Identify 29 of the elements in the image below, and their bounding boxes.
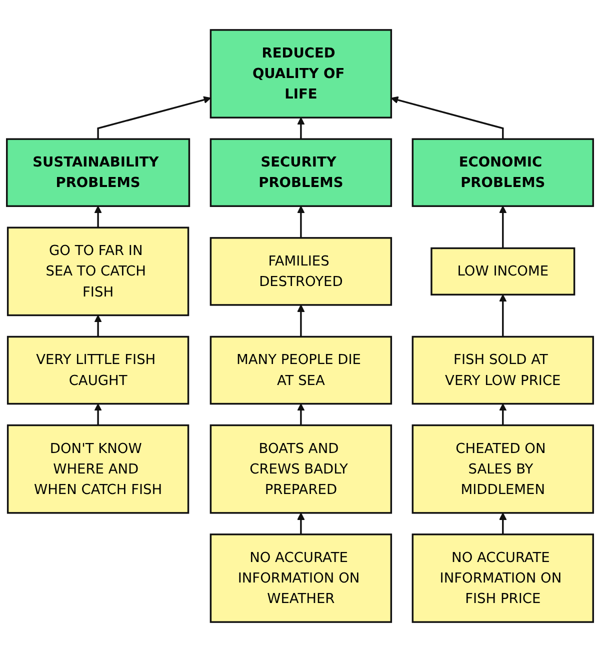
node-box: VERY LITTLE FISH CAUGHT [6, 336, 190, 405]
arrow [97, 96, 212, 140]
arrow [499, 294, 507, 337]
node-box: SUSTAINABILITY PROBLEMS [6, 138, 190, 207]
arrow [499, 206, 507, 248]
arrow [297, 206, 305, 238]
arrow [499, 512, 507, 534]
node-box: FAMILIES DESTROYED [210, 237, 392, 306]
node-box: CHEATED ON SALES BY MIDDLEMEN [412, 424, 594, 514]
node-box: REDUCED QUALITY OF LIFE [210, 29, 392, 118]
node-box: GO TO FAR IN SEA TO CATCH FISH [6, 226, 190, 316]
node-box: LOW INCOME [430, 247, 576, 296]
arrow [297, 304, 305, 337]
arrow [297, 403, 305, 426]
arrow [94, 206, 102, 228]
arrow [94, 403, 102, 426]
node-box: MANY PEOPLE DIE AT SEA [210, 336, 392, 405]
arrow [94, 314, 102, 337]
arrow [297, 117, 305, 140]
node-box: NO ACCURATE INFORMATION ON FISH PRICE [412, 534, 594, 623]
node-box: BOATS AND CREWS BADLY PREPARED [210, 424, 392, 514]
node-box: FISH SOLD AT VERY LOW PRICE [412, 336, 594, 405]
arrow [390, 96, 504, 140]
arrow [499, 403, 507, 426]
node-box: DON'T KNOW WHERE AND WHEN CATCH FISH [6, 424, 190, 514]
node-box: ECONOMIC PROBLEMS [412, 138, 594, 207]
node-box: NO ACCURATE INFORMATION ON WEATHER [210, 534, 392, 623]
arrow [297, 512, 305, 534]
node-box: SECURITY PROBLEMS [210, 138, 392, 207]
